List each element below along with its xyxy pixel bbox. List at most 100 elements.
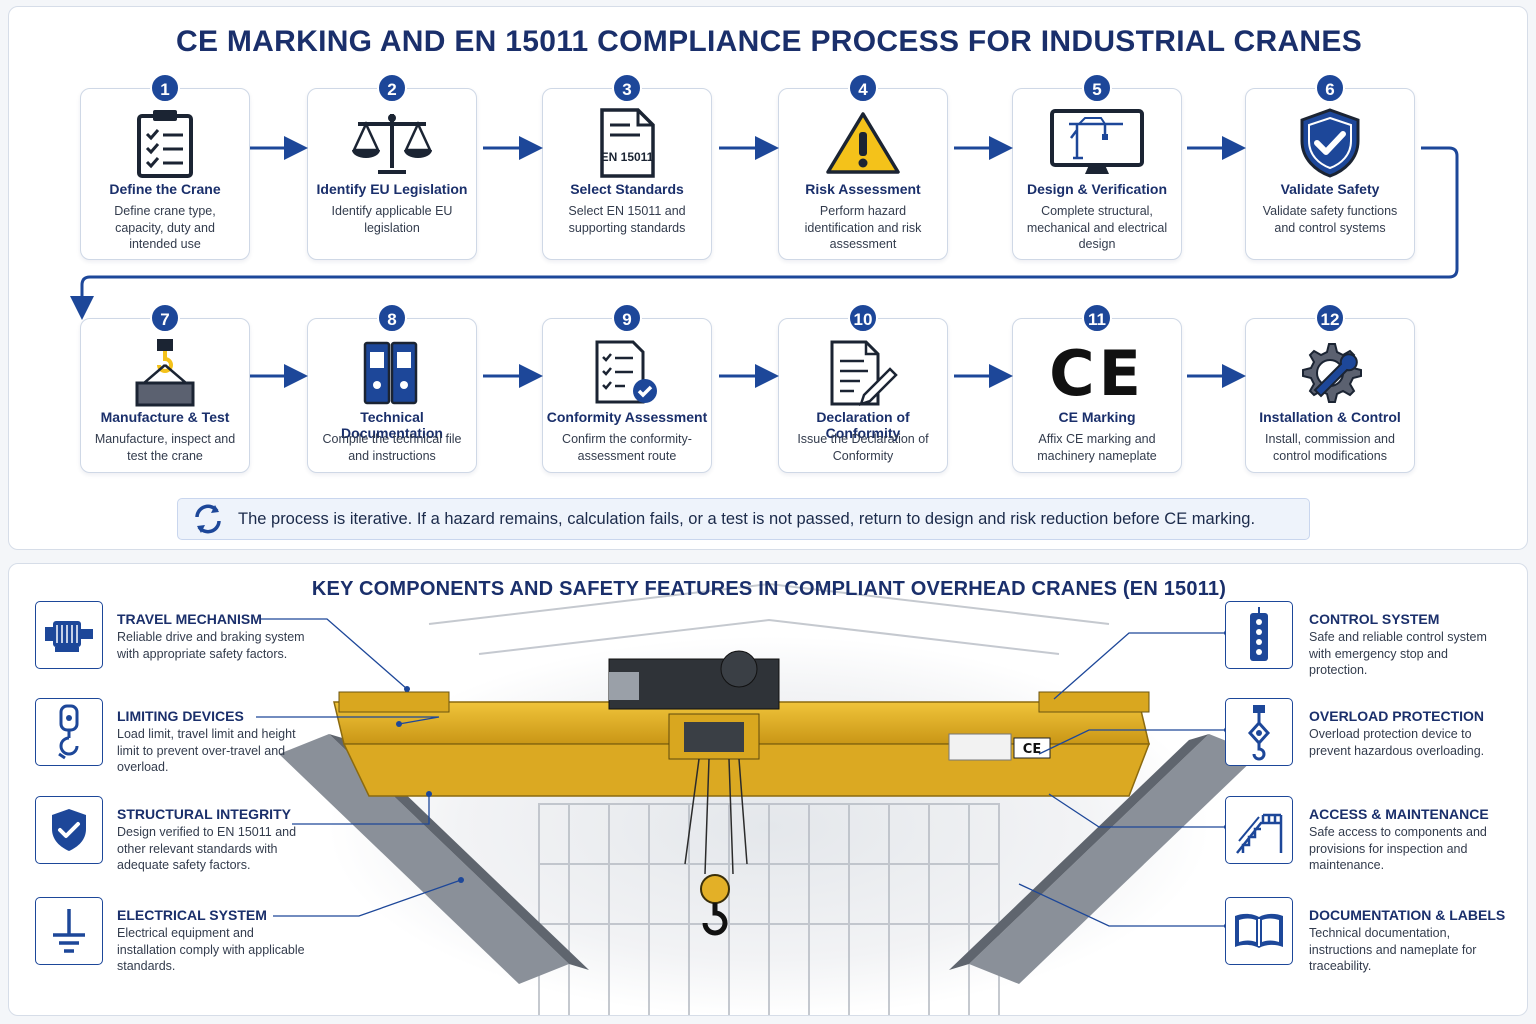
step-number: 9 [612, 303, 642, 333]
leader-lines [256, 618, 1227, 927]
feature-description: Technical documentation, instructions an… [1309, 926, 1477, 973]
feature-description: Overload protection device to prevent ha… [1309, 727, 1485, 758]
binders-icon [308, 335, 476, 411]
shield-check-icon [35, 796, 103, 864]
step-10-card: 10 Declaration of Conformity Issue the D… [778, 303, 948, 473]
step-description: Issue the Declaration of Conformity [797, 432, 929, 463]
step-number: 7 [150, 303, 180, 333]
feature-description: Electrical equipment and installation co… [117, 926, 305, 973]
step-title: Installation & Control [1259, 409, 1401, 425]
feature-title: LIMITING DEVICES [117, 708, 244, 724]
step-description: Validate safety functions and control sy… [1262, 204, 1398, 235]
step-number: 1 [150, 73, 180, 103]
open-book-icon [1225, 897, 1293, 965]
clipboard-checklist-icon [81, 105, 249, 181]
step-description: Identify applicable EU legislation [331, 204, 453, 235]
step-description: Manufacture, inspect and test the crane [94, 432, 236, 463]
step-description: Affix CE marking and machinery nameplate [1037, 432, 1157, 463]
feature-title: DOCUMENTATION & LABELS [1309, 907, 1506, 923]
step-4-card: 4 Risk Assessment Perform hazard identif… [778, 73, 948, 260]
step-9-card: 9 Conformity Assessment Confirm the conf… [542, 303, 712, 473]
step-7-card: 7 Manufacture & Test Manufacture, inspec… [80, 303, 250, 473]
scales-of-justice-icon [308, 105, 476, 181]
feature-title: ACCESS & MAINTENANCE [1309, 806, 1489, 822]
hook-load-icon [81, 335, 249, 411]
step-8-card: 8 Technical Documentation Compile the te… [307, 303, 477, 473]
main-title: CE MARKING AND EN 15011 COMPLIANCE PROCE… [175, 25, 1363, 58]
step-title: Conformity Assessment [546, 409, 708, 425]
ce-mark-text: CE [1049, 336, 1145, 410]
overhead-crane-illustration: CE [256, 582, 1259, 1015]
step-number: 12 [1315, 303, 1345, 333]
step-11-card: 11 CE CE Marking Affix CE marking and ma… [1012, 303, 1182, 473]
step-6-card: 6 Validate Safety Validate safety functi… [1245, 73, 1415, 260]
gear-wrench-icon [1246, 335, 1414, 411]
crane-ce-label: CE [1023, 742, 1041, 757]
pendant-control-icon [1225, 601, 1293, 669]
step-12-card: 12 Installation & Control Install, commi… [1245, 303, 1415, 473]
refresh-cycle-icon [178, 502, 238, 536]
step-title: Design & Verification [1026, 181, 1168, 197]
stairs-platform-icon [1225, 796, 1293, 864]
document-pen-icon [779, 335, 947, 411]
warning-triangle-icon [779, 105, 947, 181]
step-number: 8 [377, 303, 407, 333]
compliance-process-panel: CE MARKING AND EN 15011 COMPLIANCE PROCE… [8, 6, 1528, 550]
feature-description: Reliable drive and braking system with a… [117, 630, 305, 661]
step-title: Manufacture & Test [100, 409, 230, 425]
step-5-card: 5 Design & Verification Complete structu… [1012, 73, 1182, 260]
step-1-card: 1 Define the Crane Define crane type, ca… [80, 73, 250, 260]
feature-title: OVERLOAD PROTECTION [1309, 708, 1485, 724]
step-title: Define the Crane [109, 181, 221, 197]
step-description: Complete structural, mechanical and elec… [1026, 204, 1168, 251]
standard-document-icon: EN 15011 [543, 105, 711, 181]
step-number: 2 [377, 73, 407, 103]
limit-switch-icon [35, 698, 103, 766]
step-number: 6 [1315, 73, 1345, 103]
components-panel: CE KEY COMPONENTS AND S [8, 563, 1528, 1016]
feature-description: Safe and reliable control system with em… [1309, 630, 1487, 677]
step-title: Select Standards [570, 181, 684, 197]
feature-title: TRAVEL MECHANISM [117, 611, 262, 627]
step-number: 5 [1082, 73, 1112, 103]
feature-description: Safe access to components and provisions… [1309, 825, 1487, 872]
step-number: 10 [848, 303, 878, 333]
step-2-card: 2 Identify EU Legislation Identify appli… [307, 73, 477, 260]
shield-check-icon [1246, 105, 1414, 181]
step-number: 4 [848, 73, 878, 103]
step-title: Technical Documentation [341, 409, 443, 441]
monitor-crane-design-icon [1013, 105, 1181, 181]
step-title: CE Marking [1058, 409, 1136, 425]
step-3-card: 3 EN 15011 Select Standards Select EN 15… [542, 73, 712, 260]
step-description: Confirm the conformity-assessment route [562, 432, 692, 463]
step-description: Select EN 15011 and supporting standards [568, 204, 686, 235]
iteration-note: The process is iterative. If a hazard re… [177, 498, 1310, 540]
step-title: Declaration of Conformity [816, 409, 910, 441]
components-title: KEY COMPONENTS AND SAFETY FEATURES IN CO… [311, 578, 1227, 600]
ce-mark-icon: CE [1013, 335, 1181, 411]
step-title: Identify EU Legislation [316, 181, 468, 197]
step-title: Validate Safety [1280, 181, 1380, 197]
feature-title: STRUCTURAL INTEGRITY [117, 806, 291, 822]
load-cell-hook-icon [1225, 698, 1293, 766]
step-description: Install, commission and control modifica… [1265, 432, 1395, 463]
step-number: 11 [1082, 303, 1112, 333]
feature-title: ELECTRICAL SYSTEM [117, 907, 267, 923]
step-title: Risk Assessment [805, 181, 921, 197]
runway-beam-right [949, 734, 1259, 984]
checklist-approved-icon [543, 335, 711, 411]
flow-connectors [70, 136, 1459, 388]
step-description: Perform hazard identification and risk a… [804, 204, 922, 251]
doc-label: EN 15011 [601, 150, 654, 164]
step-number: 3 [612, 73, 642, 103]
iteration-note-text: The process is iterative. If a hazard re… [238, 509, 1256, 528]
motor-icon [35, 601, 103, 669]
feature-title: CONTROL SYSTEM [1309, 611, 1440, 627]
hoist-trolley [608, 650, 780, 936]
ground-symbol-icon [35, 897, 103, 965]
step-description: Define crane type, capacity, duty and in… [114, 204, 216, 251]
feature-description: Load limit, travel limit and height limi… [117, 727, 296, 774]
arrow-6-7 [70, 146, 1459, 320]
feature-description: Design verified to EN 15011 and other re… [117, 825, 297, 872]
step-description: Compile the technical file and instructi… [322, 432, 462, 463]
